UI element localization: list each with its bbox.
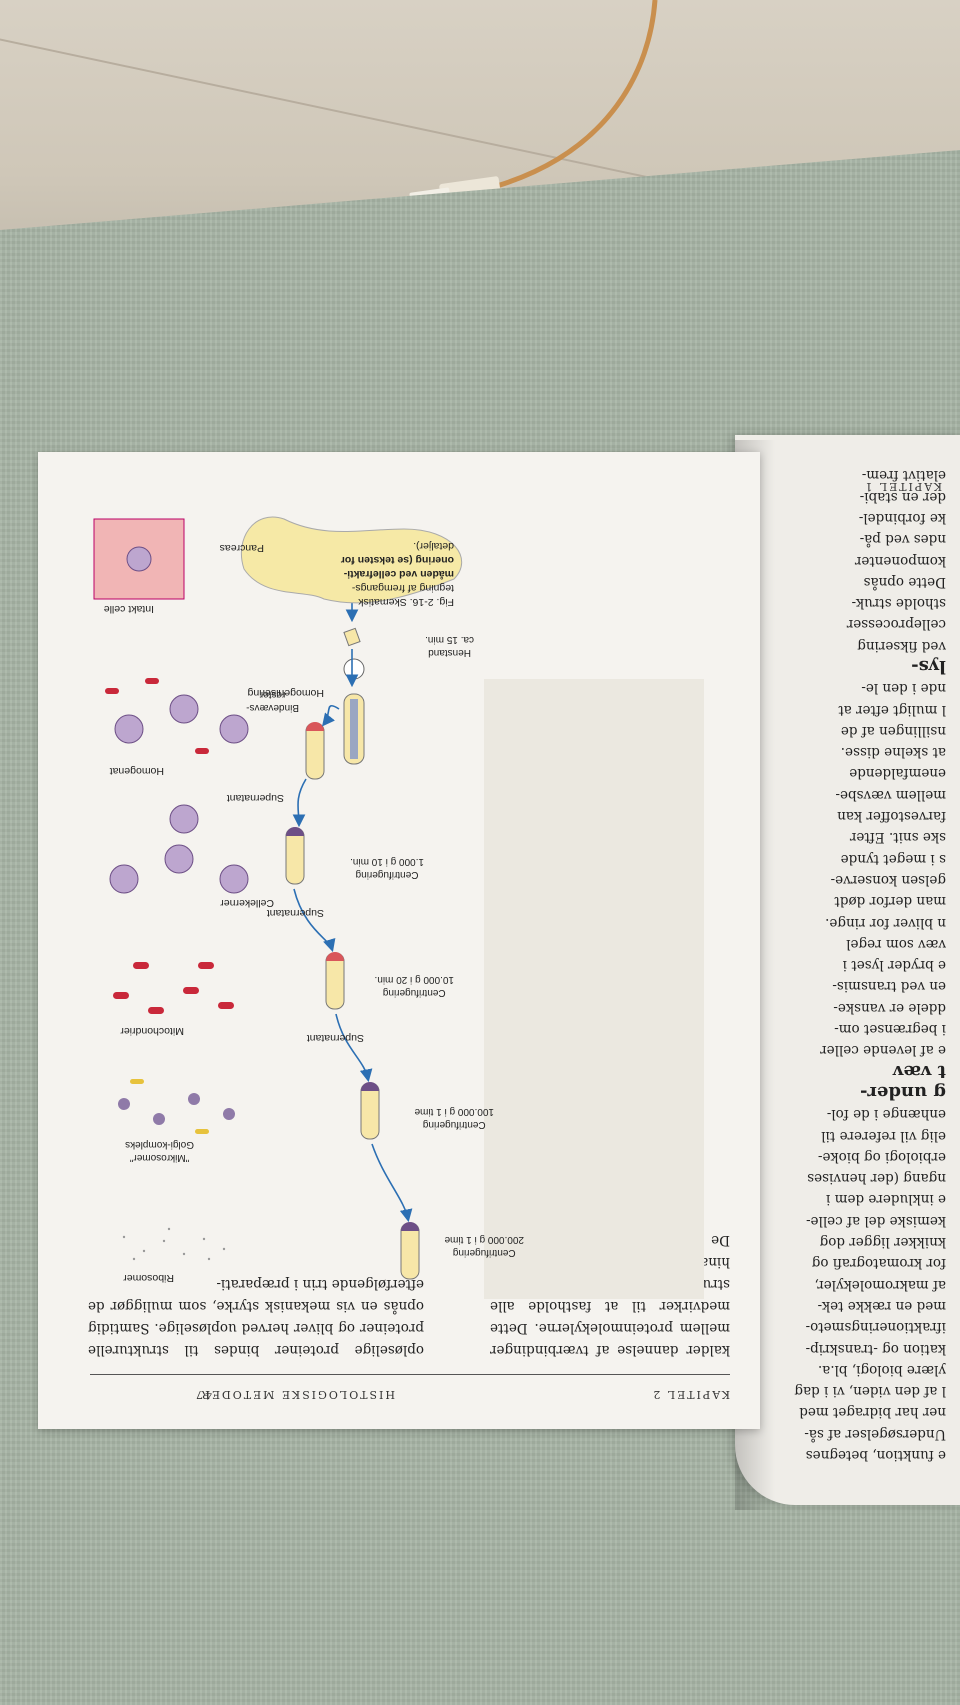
label-homogenat: Homogenat [109, 765, 164, 777]
running-head-section: HISTOLOGISKE METODER [199, 1388, 395, 1401]
label-mitochondrier: Mitochondrier [120, 1025, 184, 1037]
label-mikrosomer: "Mikrosomer"Golgi-kompleks [125, 1139, 194, 1163]
pancreas-illustration [240, 516, 463, 604]
header-rule [90, 1374, 730, 1375]
page-number: 47 [194, 1388, 212, 1401]
fraction-ribosomer [122, 1227, 226, 1261]
figure-caption: Fig. 2-16. Skematisk tegning af fremgang… [340, 540, 454, 608]
centrifuge-tubes [285, 627, 420, 1280]
label-intact-cell: Intakt celle [103, 603, 154, 615]
label-supernatant-2: Supernatant [266, 907, 324, 919]
fraction-mikrosomer [118, 1079, 235, 1134]
figure-graphics [93, 516, 463, 1280]
label-pancreas: Pancreas [219, 542, 264, 554]
label-bindevaevsrester: Bindevævs-rester [246, 689, 299, 713]
running-head-chapter: KAPITEL 2 [651, 1388, 730, 1401]
book-page: KAPITEL 2 HISTOLOGISKE METODER 47 kalder… [38, 452, 760, 1429]
label-ribosomer: Ribosomer [123, 1272, 174, 1284]
figure-fractionation: Fig. 2-16. Skematisk tegning af fremgang… [84, 509, 704, 1299]
intact-cell-illustration [93, 518, 185, 600]
label-supernatant-1: Supernatant [226, 792, 284, 804]
fraction-mitochondrier [113, 962, 234, 1014]
fraction-cellekerner [109, 804, 249, 894]
fraction-homogenat [105, 678, 249, 754]
label-supernatant-3: Supernatant [306, 1032, 364, 1044]
